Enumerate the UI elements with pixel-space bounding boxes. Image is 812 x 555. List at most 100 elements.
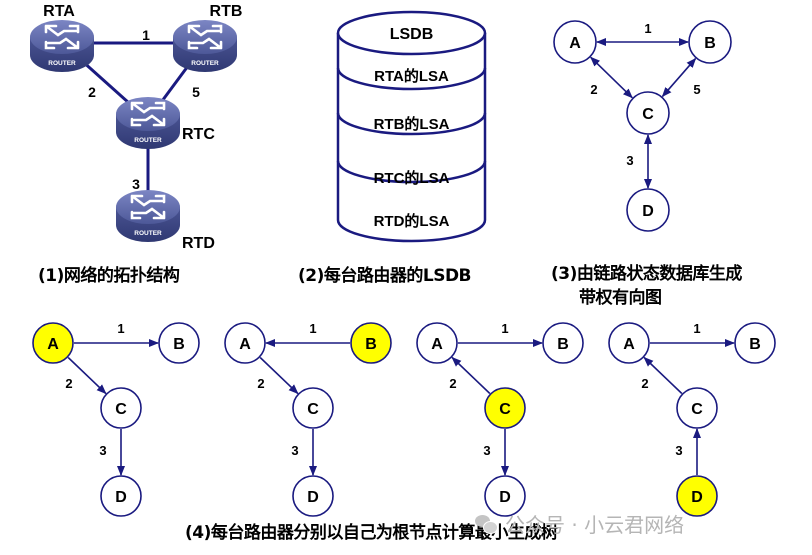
cylinder-top: [336, 10, 487, 56]
node-circle: [100, 475, 142, 517]
router-rta: ROUTER: [30, 20, 94, 72]
node-a: A: [608, 322, 650, 364]
node-label: C: [642, 106, 654, 123]
node-circle: [100, 387, 142, 429]
router-label: RTA: [43, 3, 75, 20]
edge-b-c: [661, 57, 697, 98]
node-circle: [542, 322, 584, 364]
node-label: A: [431, 336, 443, 353]
node-c: C: [292, 387, 334, 429]
node-b: B: [350, 322, 392, 364]
tree-edge-cost: 2: [257, 376, 264, 391]
router-badge: ROUTER: [134, 230, 162, 237]
topology-caption: (1)网络的拓扑结构: [38, 266, 180, 286]
router-top: [30, 20, 94, 54]
router-label: RTC: [182, 126, 215, 143]
node-label: D: [691, 489, 703, 506]
node-circle: [224, 322, 266, 364]
node-d: D: [626, 188, 670, 232]
node-circle: [484, 387, 526, 429]
edge-a-c: [590, 56, 633, 99]
graph-caption-line1: (3)由链路状态数据库生成: [551, 264, 742, 284]
edge-cost-label: 1: [644, 21, 651, 36]
link-cost-label: 5: [192, 84, 200, 100]
cylinder-divider: [336, 67, 487, 91]
node-circle: [32, 322, 74, 364]
cylinder-body: [336, 33, 487, 243]
node-label: A: [623, 336, 635, 353]
watermark-text: 公众号 · 小云君网络: [505, 513, 685, 537]
tree-edge-a-c: [67, 356, 107, 395]
router-label: RTB: [210, 3, 243, 20]
node-circle: [292, 387, 334, 429]
watermark: 公众号 · 小云君网络: [475, 509, 684, 538]
lsa-entry: RTD的LSA: [374, 212, 450, 230]
node-circle: [676, 387, 718, 429]
tree-edge-a-c: [259, 356, 299, 395]
node-a: A: [553, 20, 597, 64]
router-rtd: ROUTER: [116, 190, 180, 242]
router-arrows-icon: [187, 24, 223, 50]
router-badge: ROUTER: [48, 60, 76, 67]
node-c: C: [626, 91, 670, 135]
tree-edge-c-a: [643, 356, 683, 395]
node-circle: [676, 475, 718, 517]
spf-caption: (4)每台路由器分别以自己为根节点计算最小生成树: [185, 523, 558, 543]
tree-edge-c-a: [451, 356, 491, 395]
node-c: C: [676, 387, 718, 429]
router-top: [173, 20, 237, 54]
router-label: RTD: [182, 235, 215, 252]
node-label: B: [173, 336, 185, 353]
router-arrows-icon: [130, 101, 166, 127]
node-d: D: [484, 475, 526, 517]
node-label: A: [47, 336, 59, 353]
node-circle: [416, 322, 458, 364]
tree-edge-cost: 3: [675, 443, 682, 458]
node-label: C: [499, 401, 511, 418]
node-a: A: [224, 322, 266, 364]
node-label: A: [569, 35, 581, 52]
node-label: D: [307, 489, 319, 506]
node-label: B: [557, 336, 569, 353]
lsa-entry: RTC的LSA: [374, 169, 450, 187]
node-label: D: [642, 203, 654, 220]
tree-edge-cost: 1: [693, 321, 700, 336]
node-b: B: [542, 322, 584, 364]
node-circle: [688, 20, 732, 64]
node-circle: [350, 322, 392, 364]
tree-edge-cost: 1: [309, 321, 316, 336]
node-label: B: [749, 336, 761, 353]
router-top: [116, 190, 180, 224]
node-a: A: [416, 322, 458, 364]
tree-edge-cost: 2: [65, 376, 72, 391]
router-badge: ROUTER: [134, 137, 162, 144]
node-label: C: [691, 401, 703, 418]
node-d: D: [292, 475, 334, 517]
node-label: B: [365, 336, 377, 353]
tree-edge-cost: 3: [99, 443, 106, 458]
graph-caption-line2: 带权有向图: [579, 288, 662, 308]
node-b: B: [688, 20, 732, 64]
tree-edge-cost: 1: [501, 321, 508, 336]
router-rtb: ROUTER: [173, 20, 237, 72]
node-label: C: [115, 401, 127, 418]
node-d: D: [100, 475, 142, 517]
node-label: D: [499, 489, 511, 506]
router-rtc: ROUTER: [116, 97, 180, 149]
edge-cost-label: 3: [626, 153, 633, 168]
edge-cost-label: 5: [693, 82, 700, 97]
node-label: A: [239, 336, 251, 353]
wechat-icon: [475, 514, 498, 534]
tree-edge-cost: 2: [449, 376, 456, 391]
router-arrows-icon: [44, 24, 80, 50]
node-circle: [608, 322, 650, 364]
node-circle: [484, 475, 526, 517]
router-badge: ROUTER: [191, 60, 219, 67]
